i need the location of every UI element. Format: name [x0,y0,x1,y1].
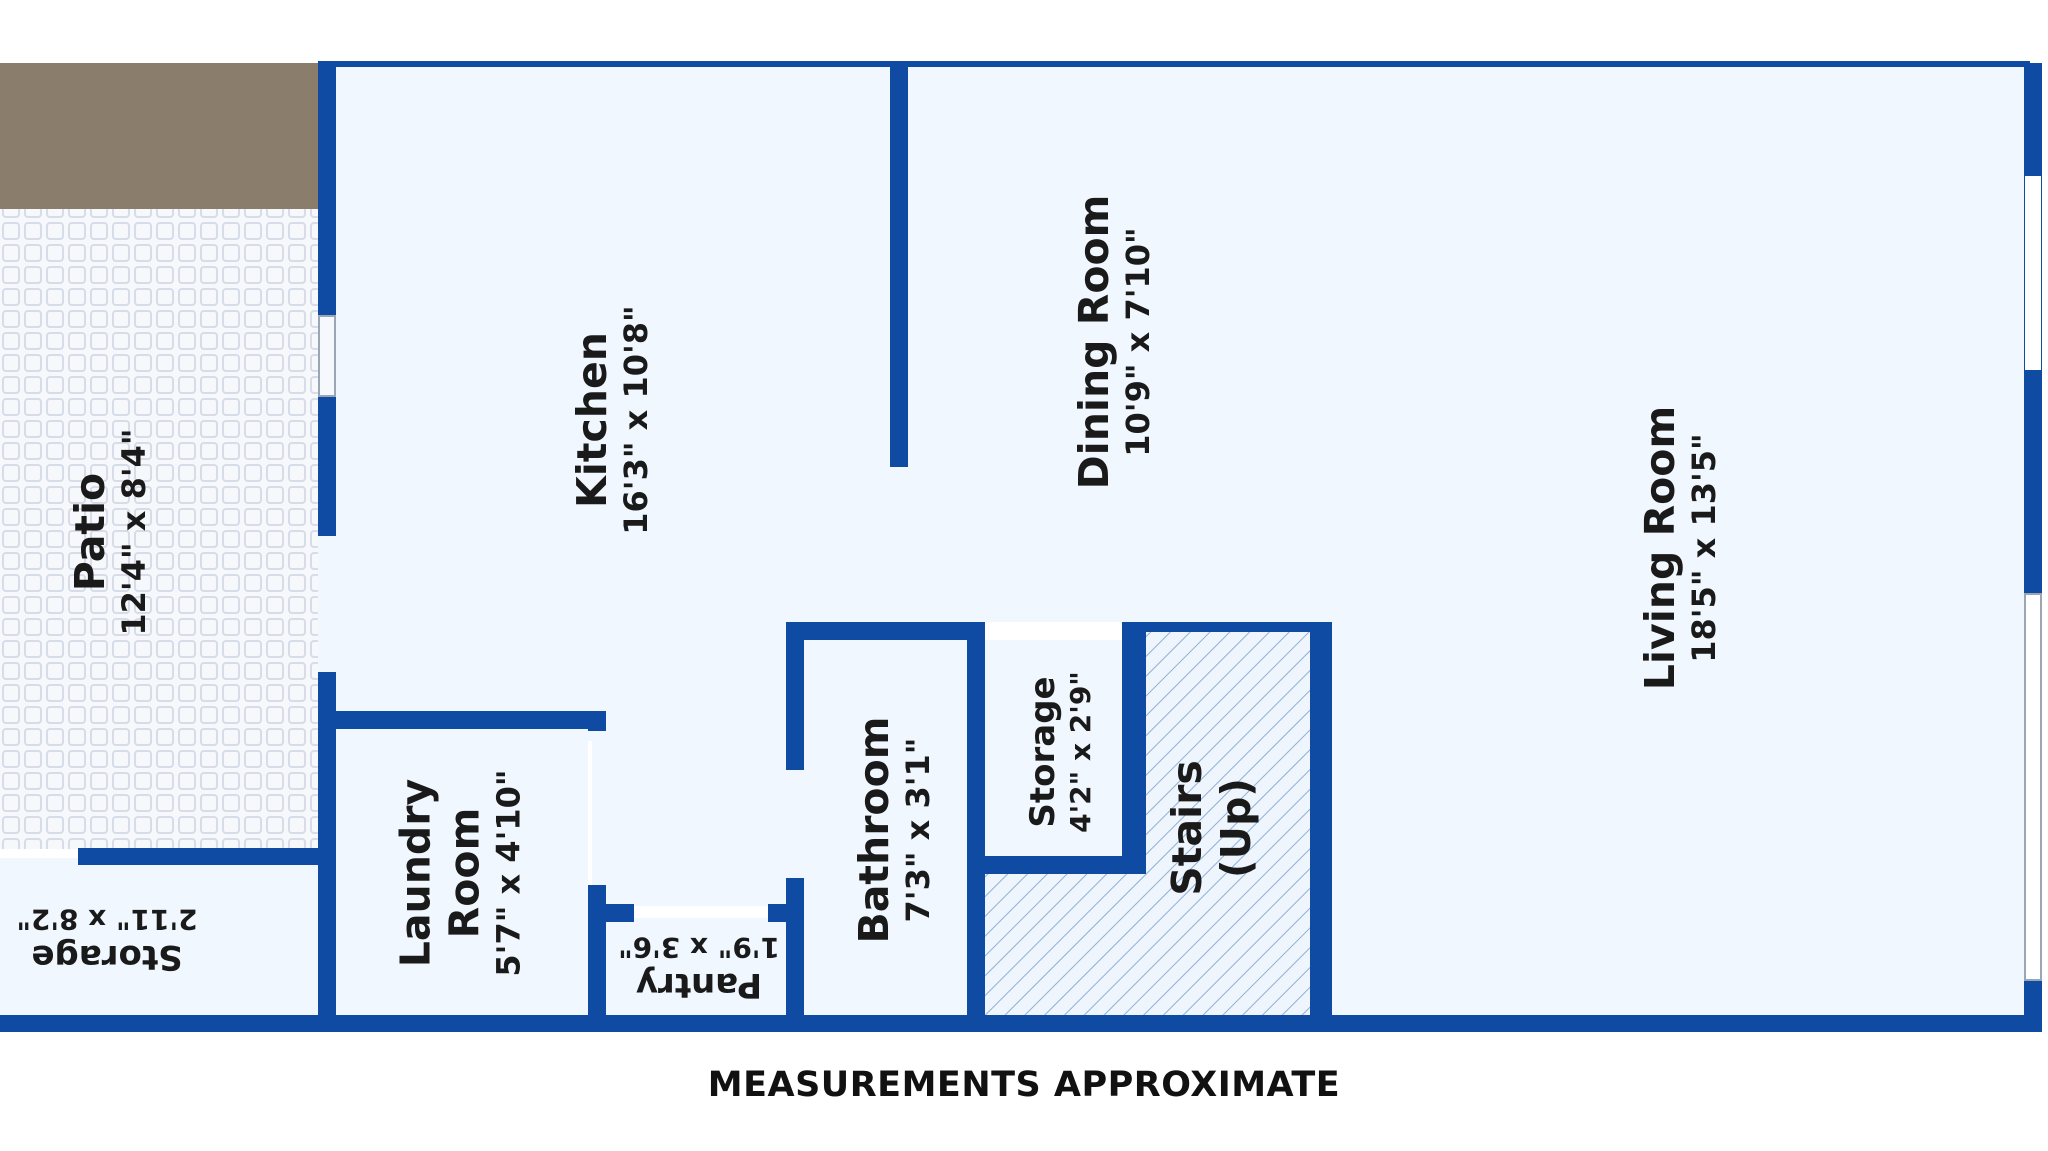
room-dims: 1'9" x 3'6" [618,931,780,965]
room-name: Living Room [1636,405,1685,691]
room-dims: 16'3" x 10'8" [617,305,656,535]
room-name: Bathroom [850,716,899,944]
room-name: Storage [1022,676,1063,828]
room-dims: 7'3" x 3'1" [899,737,938,923]
room-name: Stairs (Up) [1162,760,1260,896]
room-label-laundry: Laundry Room 5'7" x 4'10" [392,769,529,976]
roof-area [0,63,322,209]
room-dims: 4'2" x 2'9" [1063,671,1097,833]
room-name: Storage [31,937,183,978]
storage-left-floor [0,858,322,1016]
room-label-stairs: Stairs (Up) [1163,760,1261,895]
room-dims: 5'7" x 4'10" [489,769,528,977]
room-label-storage-stairs: Storage 4'2" x 2'9" [1023,671,1097,833]
room-label-patio: Patio 12'4" x 8'4" [66,428,154,635]
room-label-kitchen: Kitchen 16'3" x 10'8" [568,305,656,534]
patio-floor [0,209,322,849]
room-name: Dining Room [1070,194,1119,490]
window-patio [318,315,336,397]
room-label-bathroom: Bathroom 7'3" x 3'1" [850,717,938,944]
room-name: Kitchen [568,332,617,508]
room-dims: 10'9" x 7'10" [1119,227,1158,457]
window-right-lower [2024,593,2042,981]
room-dims: 2'11" x 8'2" [16,903,198,937]
room-label-dining: Dining Room 10'9" x 7'10" [1070,195,1158,490]
room-label-living: Living Room 18'5" x 13'5" [1636,406,1724,690]
stairs-hatch-lower [985,868,1315,1016]
room-label-storage-left: Storage 2'11" x 8'2" [16,903,197,977]
room-label-pantry: Pantry 1'9" x 3'6" [618,931,780,1005]
room-dims: 18'5" x 13'5" [1685,433,1724,663]
window-right-upper [2025,176,2041,370]
measurements-caption: MEASUREMENTS APPROXIMATE [707,1065,1341,1105]
room-dims: 12'4" x 8'4" [115,428,154,636]
room-name: Laundry Room [391,778,489,968]
room-name: Pantry [635,965,763,1006]
room-name: Patio [66,472,115,592]
opening-laundry [318,536,336,672]
